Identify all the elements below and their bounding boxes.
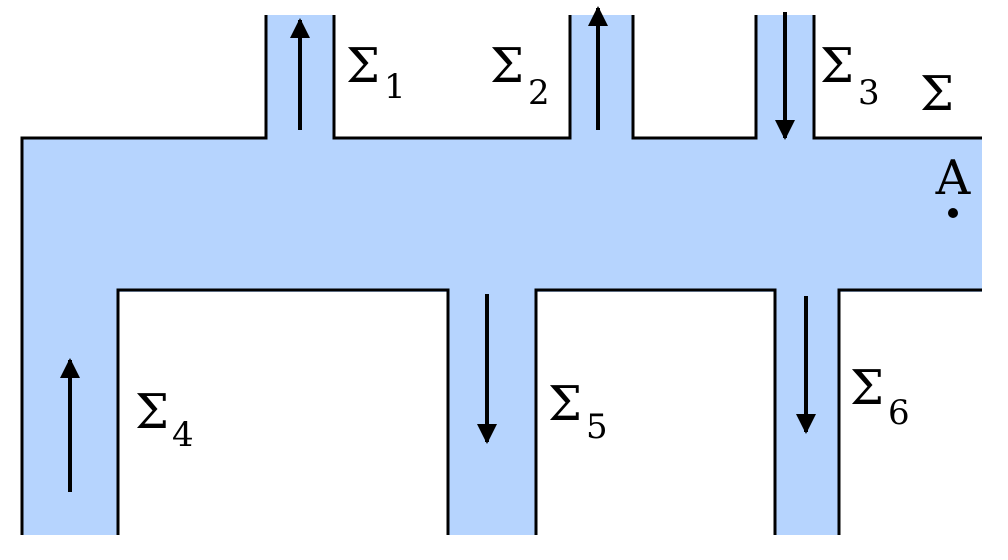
label-s3: Σ 3 xyxy=(820,38,880,113)
label-s5-symbol: Σ xyxy=(548,376,582,432)
label-s2-sub: 2 xyxy=(528,73,550,113)
top-wall-path xyxy=(20,15,982,535)
bottom-wall-path xyxy=(116,288,982,535)
label-s2: Σ 2 xyxy=(490,38,550,113)
label-s2-symbol: Σ xyxy=(490,38,524,94)
label-s3-symbol: Σ xyxy=(820,38,854,94)
branch-5-fill xyxy=(448,290,536,535)
label-s4-symbol: Σ xyxy=(135,384,169,440)
label-s3-sub: 3 xyxy=(858,73,880,113)
label-s4: Σ 4 xyxy=(135,384,194,455)
point-a-label: A xyxy=(935,150,972,206)
label-s6-symbol: Σ xyxy=(850,360,884,416)
pipe-walls xyxy=(20,15,982,535)
point-a-dot xyxy=(948,208,958,218)
label-s6-sub: 6 xyxy=(888,393,910,433)
label-s5-sub: 5 xyxy=(586,407,608,447)
branch-2-fill xyxy=(570,15,633,140)
label-s4-sub: 4 xyxy=(172,415,194,455)
sigma-main-label: Σ xyxy=(920,66,954,122)
label-s1: Σ 1 xyxy=(346,38,406,107)
label-s5: Σ 5 xyxy=(548,376,608,447)
main-channel-fill xyxy=(22,138,982,292)
label-s1-sub: 1 xyxy=(384,67,406,107)
flow-arrows xyxy=(60,6,816,492)
label-s6: Σ 6 xyxy=(850,360,910,433)
label-s1-symbol: Σ xyxy=(346,38,380,94)
